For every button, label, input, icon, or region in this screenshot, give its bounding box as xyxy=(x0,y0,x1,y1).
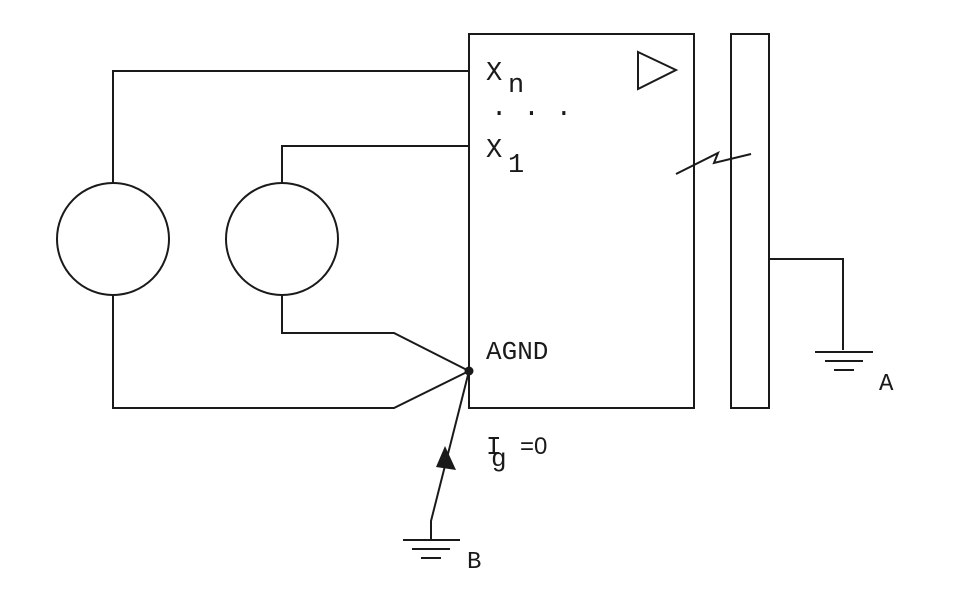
signal-source-1 xyxy=(225,182,339,296)
ground-a-icon xyxy=(815,351,873,371)
channel-ellipsis: . . . xyxy=(491,94,572,124)
ig-label: I xyxy=(486,432,502,462)
ground-a-label: A xyxy=(879,371,894,398)
wire-source-n-to-xn xyxy=(112,70,469,183)
wire-bus-to-ground-a xyxy=(769,258,844,350)
ground-b-icon xyxy=(403,539,460,559)
wire-agnd-to-ground-b xyxy=(430,370,470,540)
wire-source-1-to-x1 xyxy=(281,145,469,183)
agnd-label: AGND xyxy=(486,337,548,367)
current-arrow-icon xyxy=(436,446,456,470)
cable-bus-bar xyxy=(730,33,770,409)
wire-source-1-to-agnd xyxy=(281,295,470,372)
cable-break-icon xyxy=(675,150,752,175)
signal-source-n xyxy=(56,182,170,296)
xn-label: X xyxy=(486,59,502,89)
daq-device-box xyxy=(468,33,695,409)
x1-label: X xyxy=(486,136,502,166)
ig-subscript: g xyxy=(491,444,507,474)
ground-b-label: B xyxy=(467,549,481,576)
x1-subscript: 1 xyxy=(508,151,524,181)
ig-equals-zero: =0 xyxy=(520,433,547,460)
wire-source-n-to-agnd xyxy=(112,295,470,409)
amplifier-icon xyxy=(637,50,679,91)
xn-subscript: n xyxy=(508,71,524,101)
